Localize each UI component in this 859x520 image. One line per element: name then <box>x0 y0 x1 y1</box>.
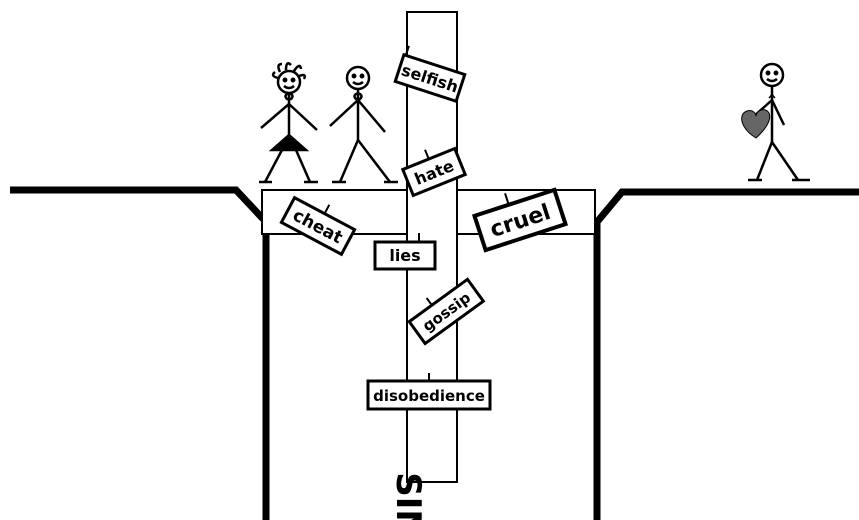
bottom-word: SIN <box>388 472 428 520</box>
heart-icon <box>742 110 770 138</box>
bottom-word-label: SIN <box>388 472 428 520</box>
right-ground <box>597 192 859 520</box>
sign-disobedience-label: disobedience <box>373 387 485 405</box>
left-ground <box>10 190 266 520</box>
stick-figure-man-left <box>330 67 398 182</box>
sign-lies-label: lies <box>389 246 420 265</box>
sign-disobedience: disobedience <box>368 373 490 409</box>
stick-figure-woman <box>259 63 318 182</box>
